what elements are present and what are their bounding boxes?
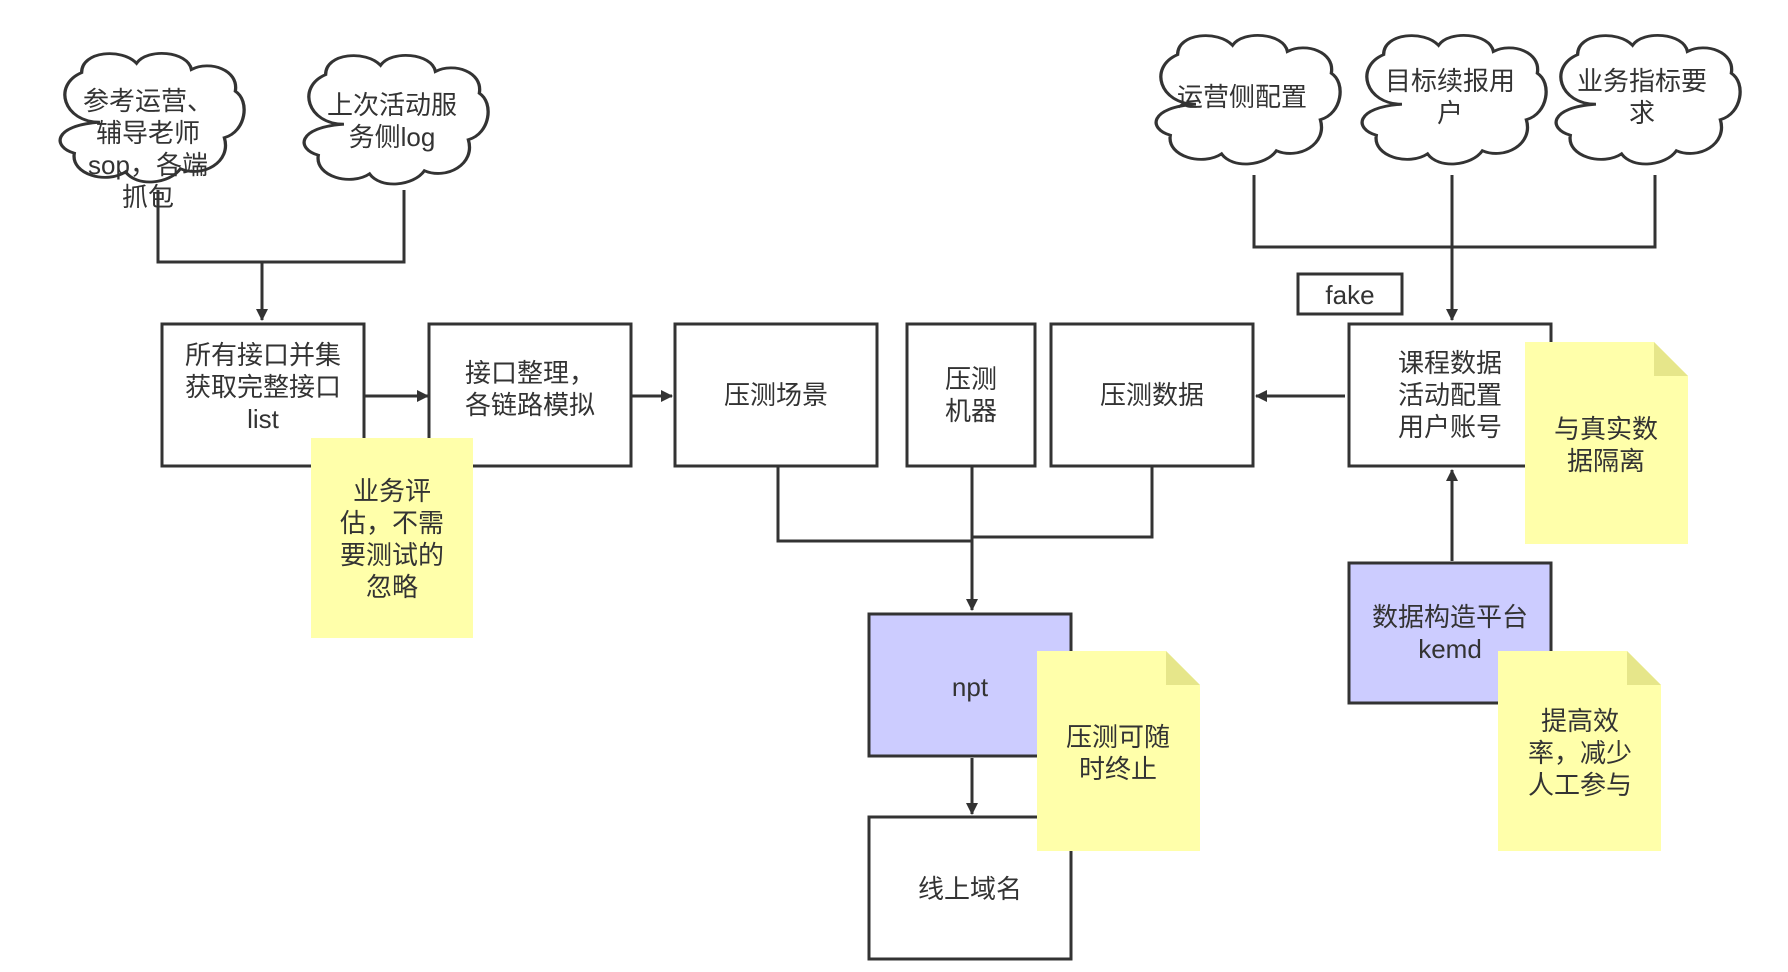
text-line: 各链路模拟 [465,390,595,420]
connectors [156,175,1657,815]
note-business-eval [311,438,473,638]
cloud-activity-log-label: 上次活动服务侧log [327,90,457,152]
text-line: 据隔离 [1567,446,1645,476]
box-test-data [1049,322,1255,468]
box-scenario [673,322,879,468]
text-line: 所有接口并集 [185,340,341,370]
note-isolation [1525,342,1688,544]
note-isolation-label: 与真实数据隔离 [1554,414,1658,476]
text-line: list [247,404,280,434]
text-line: 用户账号 [1398,412,1502,442]
text-line: 与真实数 [1554,414,1658,444]
text-line: 课程数据 [1398,348,1502,378]
note-stoppable [1037,651,1200,851]
box-course-data [1347,322,1553,468]
note-efficiency [1498,651,1661,851]
box-api-organize-label: 接口整理，各链路模拟 [465,358,595,420]
note-stoppable-label: 压测可随时终止 [1066,722,1170,784]
label-fake-box [1296,272,1404,316]
text-line: 压测可随 [1066,722,1170,752]
note-business-eval-label: 业务评估，不需要测试的忽略 [340,476,444,602]
text-line: 目标续报用 [1385,66,1515,96]
text-line: 接口整理， [465,358,595,388]
text-line: kemd [1418,634,1482,664]
edge-scenario-merge [776,467,972,543]
text-line: 压测场景 [724,380,828,410]
text-line: 压测 [945,364,997,394]
text-line: 业务评 [353,476,431,506]
edge-rightclouds-merge [1252,175,1657,249]
cloud-target-users-label: 目标续报用户 [1385,66,1515,128]
note-efficiency-label: 提高效率，减少人工参与 [1528,706,1632,800]
text-line: 抓包 [122,182,174,212]
text-line: 上次活动服 [327,90,457,120]
box-scenario-label: 压测场景 [724,380,828,410]
text-line: 务侧log [349,122,436,152]
edge-testdata-merge [972,467,1154,539]
text-line: 运营侧配置 [1177,82,1307,112]
text-line: 估，不需 [340,508,444,538]
box-online-domain-label: 线上域名 [918,874,1022,904]
box-npt-label: npt [952,672,989,702]
edge-sources-to-apis [156,190,406,264]
text-line: 数据构造平台 [1372,602,1528,632]
text-line: 活动配置 [1398,380,1502,410]
text-line: 辅导老师 [96,118,200,148]
text-line: 求 [1629,98,1655,128]
text-line: 时终止 [1079,754,1157,784]
cloud-business-metrics-label: 业务指标要求 [1577,66,1707,128]
text-line: npt [952,672,989,702]
text-line: 压测数据 [1100,380,1204,410]
box-course-data-label: 课程数据活动配置用户账号 [1398,348,1502,442]
box-machines [905,322,1037,468]
text-line: sop，各端 [88,150,208,180]
text-line: 要测试的 [340,540,444,570]
cloud-ops-config-label: 运营侧配置 [1177,82,1307,112]
box-test-data-label: 压测数据 [1100,380,1204,410]
text-line: 提高效 [1541,706,1619,736]
text-line: fake [1325,280,1374,310]
text-line: 人工参与 [1528,770,1632,800]
text-line: 忽略 [366,572,418,602]
text-line: 户 [1437,98,1463,128]
text-line: 获取完整接口 [185,372,341,402]
text-line: 率，减少 [1528,738,1632,768]
box-machines-label: 压测机器 [945,364,997,426]
text-line: 参考运营、 [83,86,213,116]
label-fake: fake [1325,280,1374,310]
text-line: 机器 [945,396,997,426]
text-line: 业务指标要 [1577,66,1707,96]
text-line: 线上域名 [918,874,1022,904]
